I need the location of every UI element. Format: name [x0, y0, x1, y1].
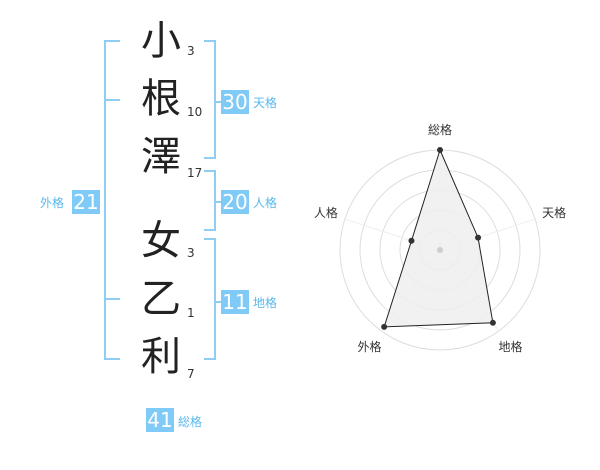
tenkaku-bracket-vertical	[214, 40, 216, 159]
radar-point-4	[381, 323, 388, 330]
jinkaku-bracket-vertical	[214, 170, 216, 231]
name-char-5: 乙	[141, 276, 181, 322]
jinkaku-label: 人格	[253, 196, 278, 210]
tenkaku-bracket-bottom	[204, 157, 216, 159]
radar-axis-label-4: 外格	[357, 339, 381, 354]
gaikaku-bracket-vertical	[104, 40, 106, 360]
radar-points	[381, 147, 496, 330]
chikaku-bracket-bottom	[204, 358, 216, 360]
radar-point-1	[437, 147, 443, 153]
radar-center	[437, 247, 443, 253]
gaikaku-bracket-tick-2	[104, 298, 120, 300]
stroke-count-6: 7	[187, 367, 195, 381]
radar-axis-label-3: 地格	[499, 339, 523, 354]
soukaku-label: 総格	[178, 415, 203, 429]
gaikaku-bracket-tick-1	[104, 99, 120, 101]
tenkaku-bracket-top	[204, 40, 216, 42]
chikaku-bracket-top	[204, 238, 216, 240]
stroke-count-2: 10	[187, 105, 203, 119]
radar-axis-label-2: 天格	[542, 205, 566, 220]
jinkaku-bracket-top	[204, 170, 216, 172]
gaikaku-value: 21	[72, 190, 100, 214]
jinkaku-bracket-stem	[214, 201, 222, 203]
stroke-count-5: 1	[187, 306, 195, 320]
tenkaku-label: 天格	[253, 96, 278, 110]
gaikaku-bracket-bottom	[104, 358, 120, 360]
stroke-count-4: 3	[187, 246, 195, 260]
tenkaku-value: 30	[221, 90, 249, 114]
jinkaku-bracket-bottom	[204, 229, 216, 231]
soukaku-value: 41	[146, 408, 174, 432]
name-char-2: 根	[141, 76, 181, 122]
radar-point-3	[489, 319, 496, 326]
chikaku-label: 地格	[253, 296, 278, 310]
name-char-1: 小	[141, 18, 181, 64]
chikaku-bracket-stem	[214, 301, 222, 303]
gaikaku-bracket-top	[104, 40, 120, 42]
chikaku-value: 11	[221, 290, 249, 314]
stroke-count-3: 17	[187, 166, 203, 180]
radar-point-2	[475, 234, 482, 241]
jinkaku-value: 20	[221, 190, 249, 214]
stroke-count-1: 3	[187, 44, 195, 58]
radar-axis-label-1: 総格	[428, 122, 452, 137]
name-char-6: 利	[141, 334, 181, 380]
name-char-3: 澤	[141, 134, 181, 180]
chikaku-bracket-vertical	[214, 238, 216, 360]
tenkaku-bracket-stem	[214, 101, 222, 103]
name-char-4: 女	[141, 218, 181, 264]
gaikaku-label: 外格	[40, 196, 65, 210]
radar-polygon	[383, 148, 494, 328]
radar-point-5	[408, 237, 415, 244]
radar-axis-label-5: 人格	[314, 205, 338, 220]
